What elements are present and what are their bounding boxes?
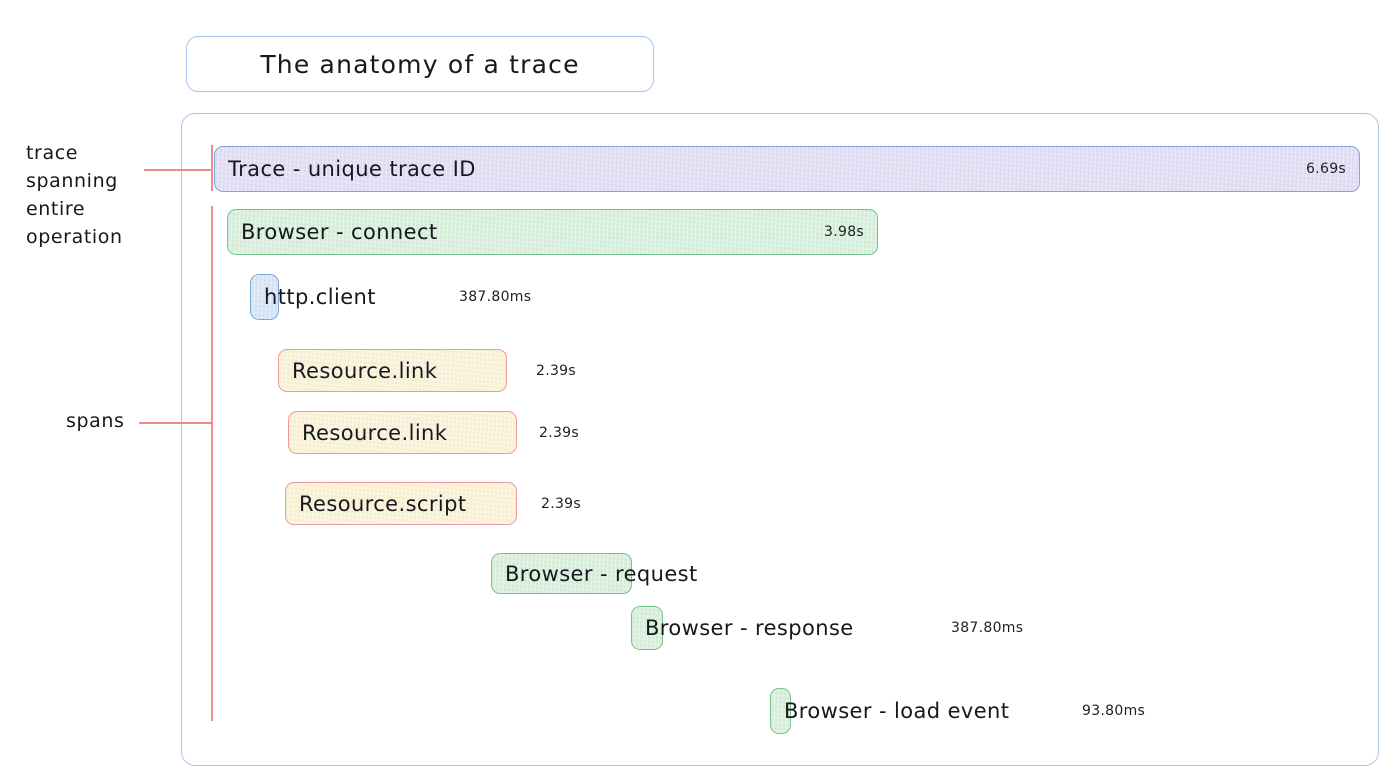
span-row-browser-load-event[interactable]: Browser - load event 93.80ms (0, 688, 1400, 734)
span-bar-browser-connect[interactable] (227, 209, 878, 255)
span-duration-resource-script: 2.39s (541, 495, 581, 512)
span-row-trace[interactable]: Trace - unique trace ID 6.69s (0, 146, 1400, 192)
span-label-resource-link-1: Resource.link (292, 358, 438, 383)
annotation-spans-label: spans (66, 410, 125, 432)
span-label-resource-link-2: Resource.link (302, 420, 448, 445)
span-label-browser-request: Browser - request (505, 561, 698, 586)
span-duration-trace: 6.69s (1306, 161, 1346, 177)
span-row-resource-link-1[interactable]: Resource.link 2.39s (0, 349, 1400, 392)
span-row-browser-request[interactable]: Browser - request (0, 553, 1400, 594)
span-row-browser-connect[interactable]: Browser - connect 3.98s (0, 209, 1400, 255)
span-bar-browser-request[interactable] (491, 553, 632, 594)
page-title: The anatomy of a trace (260, 49, 580, 79)
span-label-browser-load-event: Browser - load event (784, 699, 1010, 723)
annotation-trace-leader-line (144, 169, 212, 171)
span-bar-http-client[interactable] (250, 274, 279, 320)
span-bar-browser-load-event[interactable] (770, 688, 791, 734)
span-label-trace: Trace - unique trace ID (228, 157, 476, 181)
span-duration-browser-response: 387.80ms (951, 620, 1024, 636)
span-duration-browser-connect: 3.98s (824, 224, 864, 240)
span-row-resource-script[interactable]: Resource.script 2.39s (0, 482, 1400, 525)
span-label-browser-connect: Browser - connect (241, 220, 438, 244)
annotation-spans-bracket (211, 206, 213, 721)
title-card: The anatomy of a trace (186, 36, 654, 92)
span-label-resource-script: Resource.script (299, 491, 467, 516)
annotation-trace-bracket (211, 145, 213, 191)
span-duration-resource-link-2: 2.39s (539, 424, 579, 441)
span-row-resource-link-2[interactable]: Resource.link 2.39s (0, 411, 1400, 454)
span-duration-http-client: 387.80ms (459, 289, 532, 305)
span-duration-resource-link-1: 2.39s (536, 362, 576, 379)
span-row-browser-response[interactable]: Browser - response 387.80ms (0, 606, 1400, 650)
span-bar-resource-link-2[interactable] (288, 411, 517, 454)
span-label-browser-response: Browser - response (645, 616, 854, 640)
span-bar-resource-script[interactable] (285, 482, 517, 525)
span-duration-browser-load-event: 93.80ms (1082, 703, 1146, 719)
span-row-http-client[interactable]: http.client 387.80ms (0, 274, 1400, 320)
span-bar-trace[interactable] (214, 146, 1360, 192)
span-bar-browser-response[interactable] (631, 606, 663, 650)
span-label-http-client: http.client (264, 285, 376, 309)
annotation-spans-leader-line (139, 422, 213, 424)
span-bar-resource-link-1[interactable] (278, 349, 507, 392)
annotation-trace-label: trace spanning entire operation (26, 142, 123, 248)
